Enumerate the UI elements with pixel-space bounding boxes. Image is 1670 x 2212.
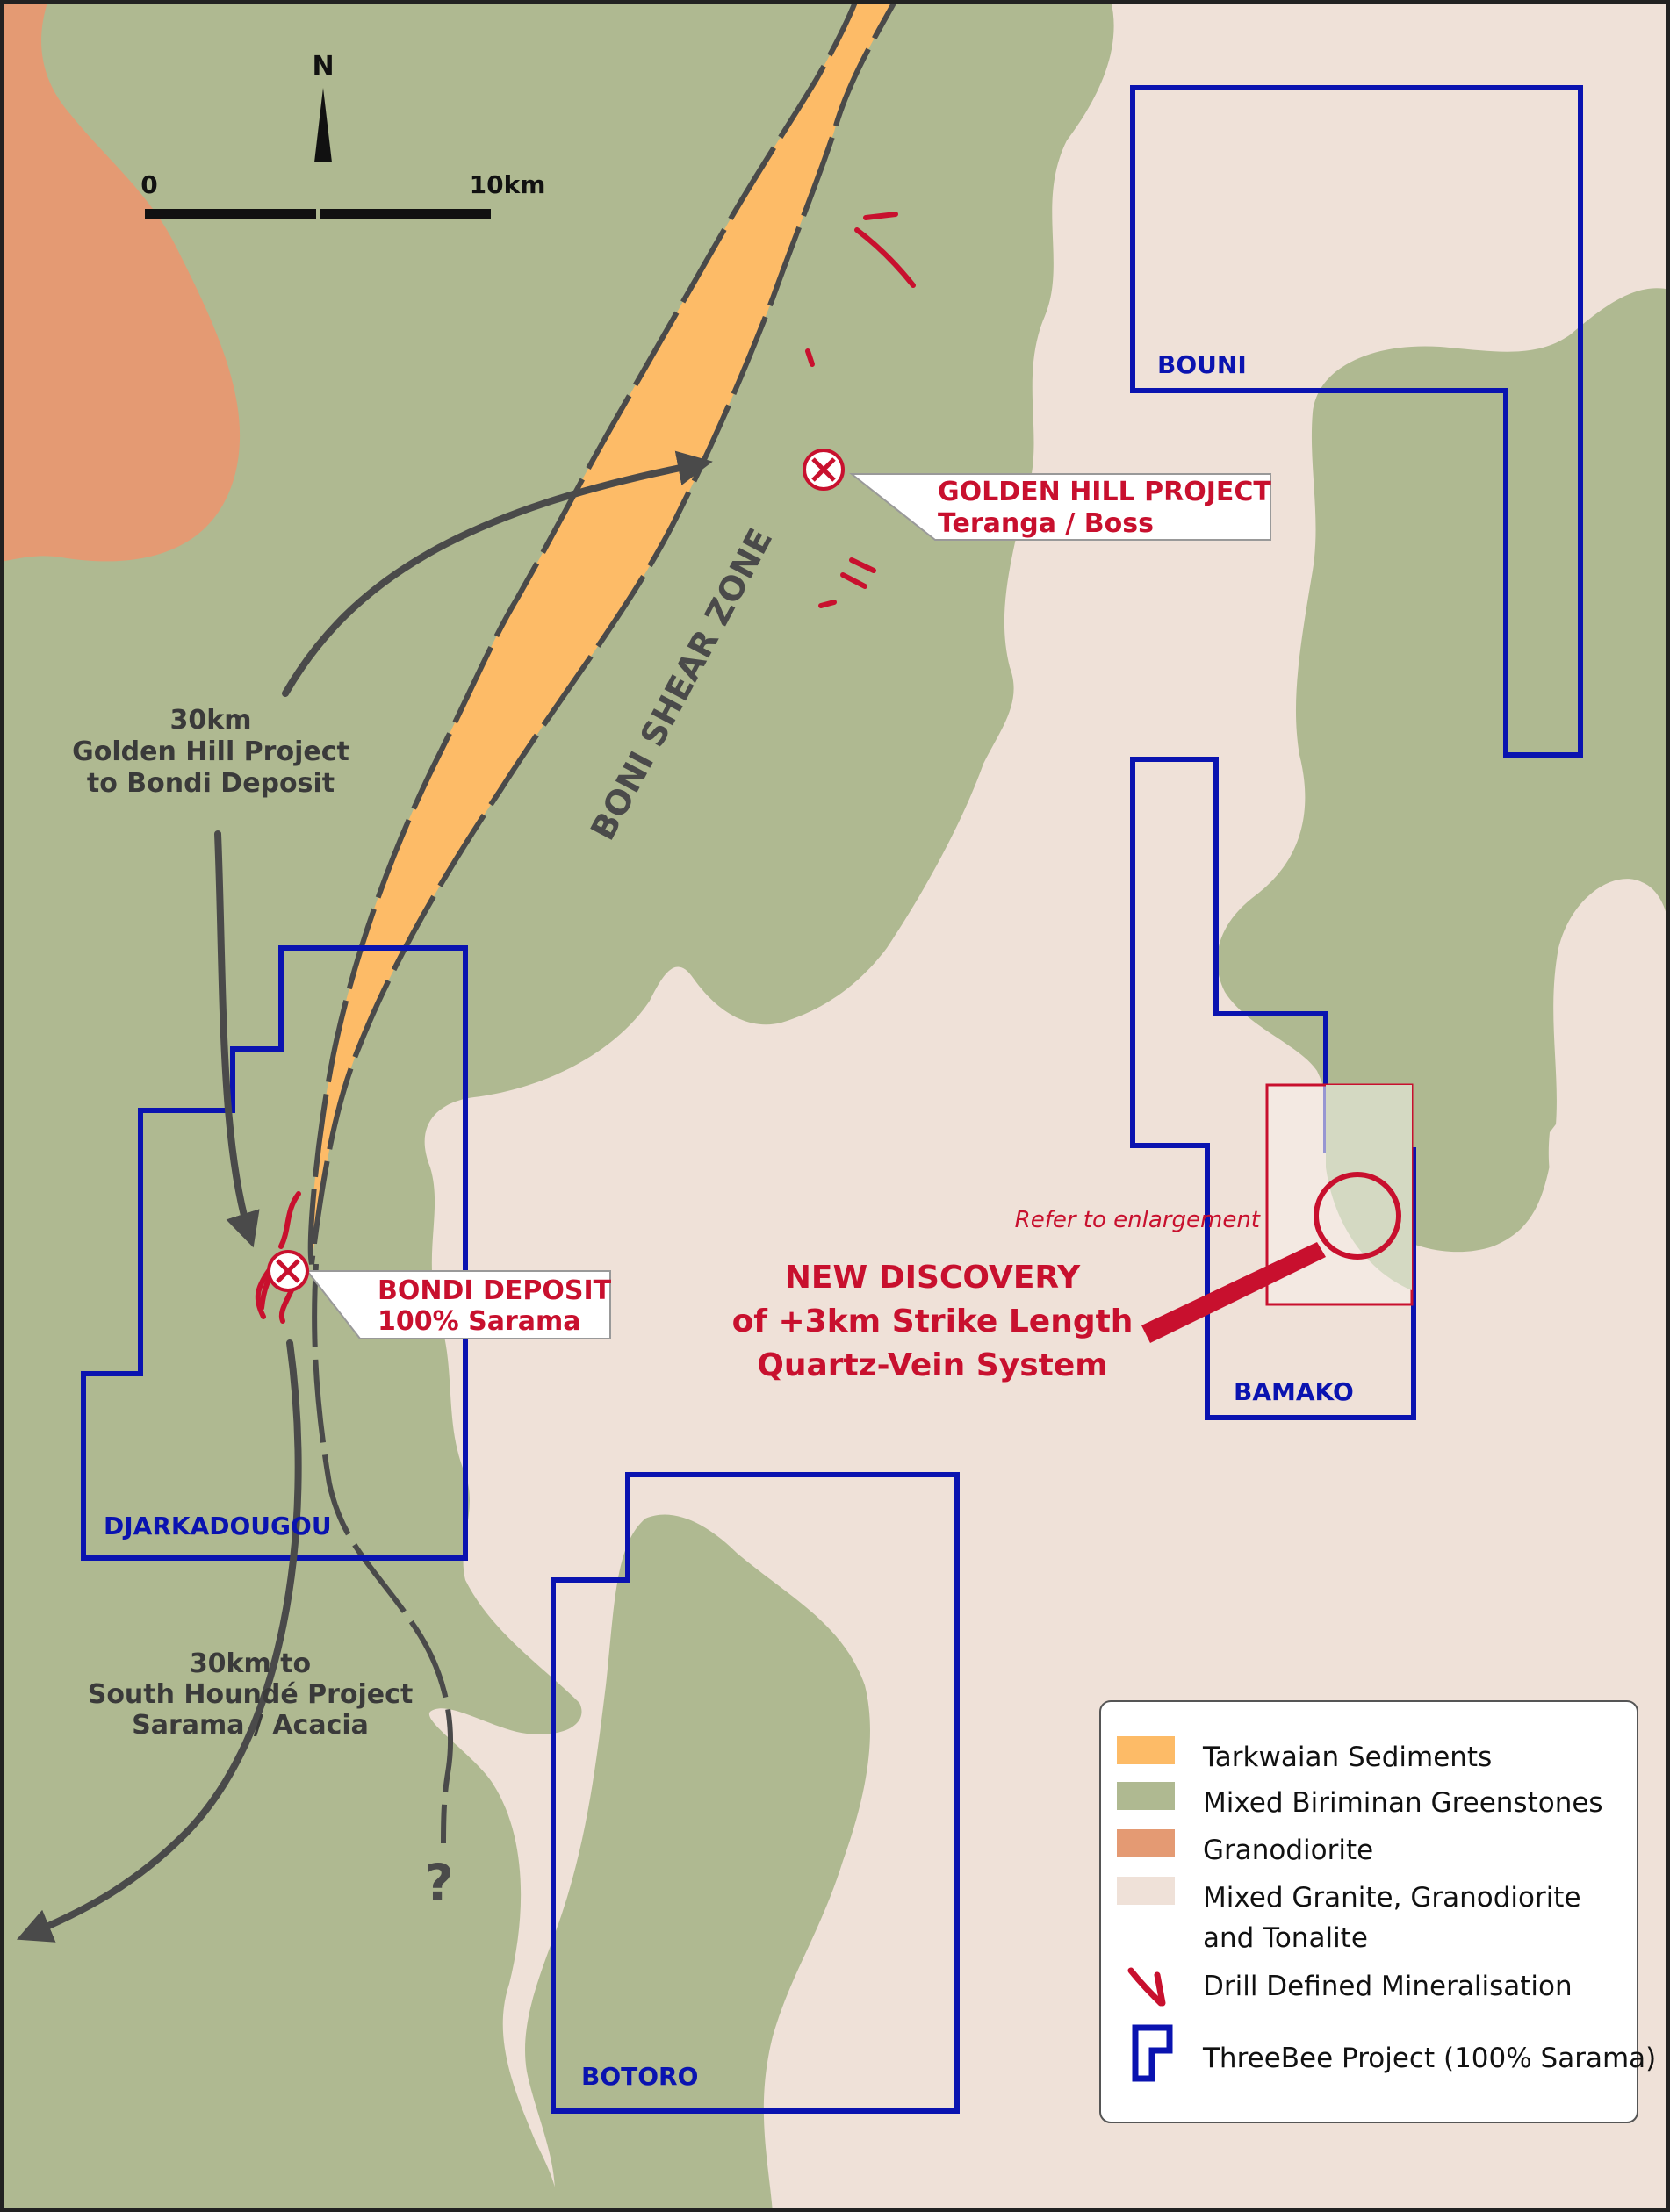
north-arrow: N [312, 51, 335, 162]
mine-icon-cross [811, 457, 836, 482]
svg-text:to Bondi Deposit: to Bondi Deposit [87, 768, 335, 799]
mineralisation-bondi [255, 1191, 301, 1324]
callout-bondi: BONDI DEPOSIT 100% Sarama [267, 1250, 612, 1339]
project-outline-icon [1132, 2024, 1173, 2082]
granite-embayment [1548, 974, 1670, 1221]
svg-text:NEW DISCOVERY: NEW DISCOVERY [785, 1260, 1081, 1296]
legend-swatch-tarkwaian [1117, 1736, 1175, 1764]
tarkwaian-sediments [307, 0, 899, 1265]
project-outline-botoro [551, 1472, 960, 2114]
scale-end: 10km [470, 170, 546, 199]
legend-label: Drill Defined Mineralisation [1203, 1971, 1573, 2002]
north-label: N [312, 51, 334, 82]
distance-note-south: 30km to South Houndé Project Sarama / Ac… [88, 1648, 414, 1741]
project-outline-bamako [1130, 757, 1416, 1420]
mineralisation-icon [1127, 1967, 1166, 2007]
mine-icon-cross [276, 1259, 300, 1283]
label-bouni: BOUNI [1157, 350, 1247, 379]
bondi-title: BONDI DEPOSIT [378, 1275, 612, 1306]
legend-label: and Tonalite [1203, 1922, 1368, 1954]
greenstone-botoro [525, 1514, 870, 2212]
project-labels: BOUNI BAMAKO DJARKADOUGOU BOTORO [104, 350, 1354, 2091]
scale-bar: 0 10km [140, 170, 545, 219]
shear-zone-extension [312, 1263, 454, 1844]
legend-swatch-greenstone [1117, 1782, 1175, 1810]
svg-text:Golden Hill Project: Golden Hill Project [72, 736, 349, 767]
bondi-subtitle: 100% Sarama [378, 1306, 581, 1337]
label-bamako: BAMAKO [1234, 1377, 1354, 1406]
project-outlines [81, 85, 1583, 2114]
label-botoro: BOTORO [581, 2062, 698, 2091]
arrow-to-golden-hill [282, 450, 713, 697]
project-outline-bouni [1130, 85, 1583, 758]
enlargement-note: Refer to enlargement [1015, 1207, 1261, 1233]
question-mark: ? [424, 1853, 454, 1913]
svg-text:30km: 30km [170, 705, 252, 736]
golden-hill-title: GOLDEN HILL PROJECT [938, 477, 1271, 507]
legend: Tarkwaian Sediments Mixed Biriminan Gree… [1099, 1700, 1656, 2123]
mineralisation-golden-hill [805, 212, 916, 608]
legend-label: Granodiorite [1203, 1835, 1373, 1866]
svg-text:South Houndé Project: South Houndé Project [88, 1679, 414, 1710]
distance-arrows [16, 450, 713, 1943]
legend-swatch-granodiorite [1117, 1829, 1175, 1857]
legend-label: ThreeBee Project (100% Sarama) [1202, 2043, 1656, 2074]
legend-label: Mixed Biriminan Greenstones [1203, 1787, 1603, 1819]
granodiorite-body [0, 0, 241, 562]
discovery-circle [1314, 1172, 1401, 1260]
svg-text:Quartz-Vein System: Quartz-Vein System [757, 1347, 1108, 1383]
svg-text:Sarama / Acacia: Sarama / Acacia [132, 1710, 369, 1741]
svg-text:of +3km Strike Length: of +3km Strike Length [732, 1304, 1134, 1339]
north-arrow-icon [314, 88, 332, 162]
legend-label: Tarkwaian Sediments [1202, 1742, 1492, 1773]
arrow-to-bondi [214, 830, 260, 1248]
legend-label: Mixed Granite, Granodiorite [1203, 1882, 1581, 1914]
legend-swatch-granite [1117, 1877, 1175, 1905]
distance-note-north: 30km Golden Hill Project to Bondi Deposi… [72, 705, 349, 799]
golden-hill-subtitle: Teranga / Boss [938, 508, 1154, 539]
discovery-pointer [1141, 1242, 1326, 1343]
project-outline-djarkadougou [81, 945, 468, 1561]
arrow-to-south-hounde [16, 1339, 302, 1943]
label-djarkadougou: DJARKADOUGOU [104, 1512, 332, 1540]
discovery-label: NEW DISCOVERY of +3km Strike Length Quar… [732, 1260, 1134, 1383]
svg-text:30km to: 30km to [190, 1648, 311, 1679]
scale-start: 0 [140, 170, 157, 199]
legend-box [1099, 1700, 1638, 2123]
greenstone-east [1217, 288, 1670, 1253]
callout-golden-hill: GOLDEN HILL PROJECT Teranga / Boss [803, 449, 1271, 541]
